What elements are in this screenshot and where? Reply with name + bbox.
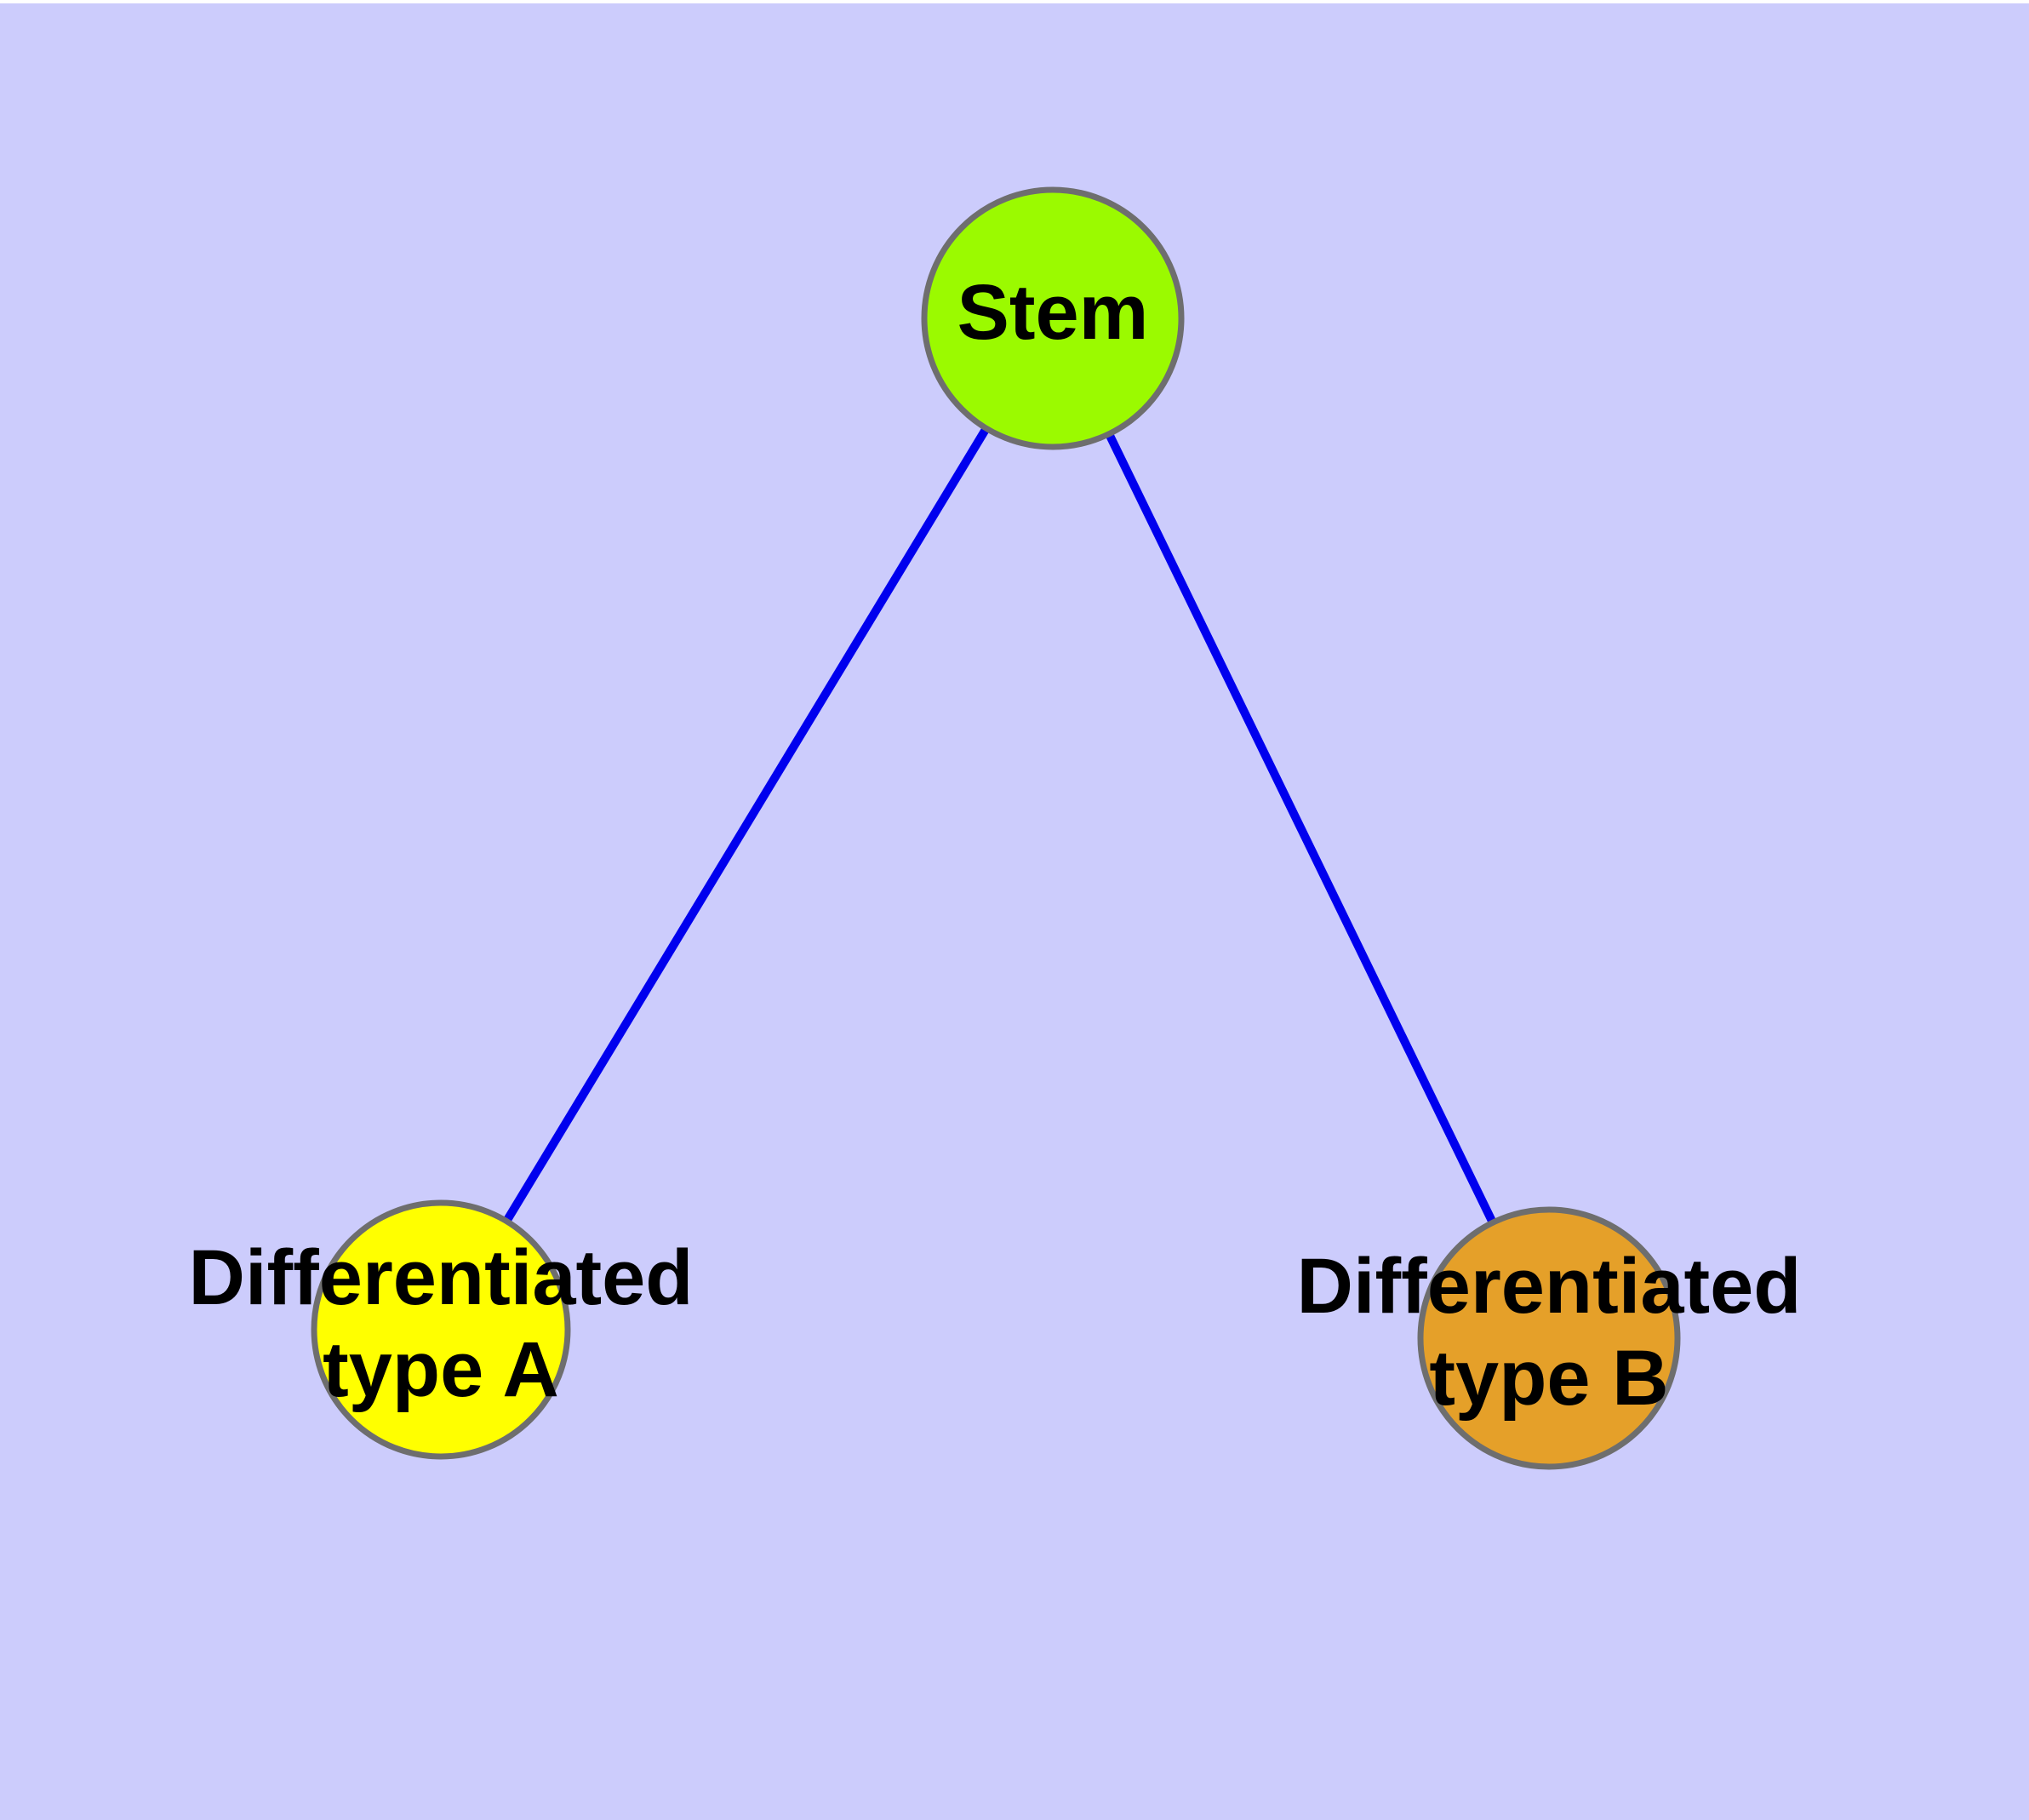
node-label-line: Stem: [957, 269, 1149, 356]
node-stem[interactable]: [921, 186, 1185, 450]
canvas-top-strip: [0, 0, 2029, 3]
node-diff_a[interactable]: [311, 1199, 571, 1460]
node-label-stem: Stem: [957, 269, 1149, 356]
node-label-line: type A: [323, 1326, 559, 1413]
node-label-line: type B: [1429, 1335, 1668, 1422]
node-label-line: Differentiated: [1297, 1243, 1802, 1330]
node-diff_b[interactable]: [1417, 1206, 1681, 1470]
edge-stem-to-diff_a[interactable]: [437, 316, 1057, 1332]
edge-stem-to-diff_b[interactable]: [1049, 316, 1553, 1341]
nodes-layer: [311, 186, 1681, 1470]
node-label-line: Differentiated: [189, 1234, 694, 1321]
edges-layer: [437, 316, 1553, 1341]
